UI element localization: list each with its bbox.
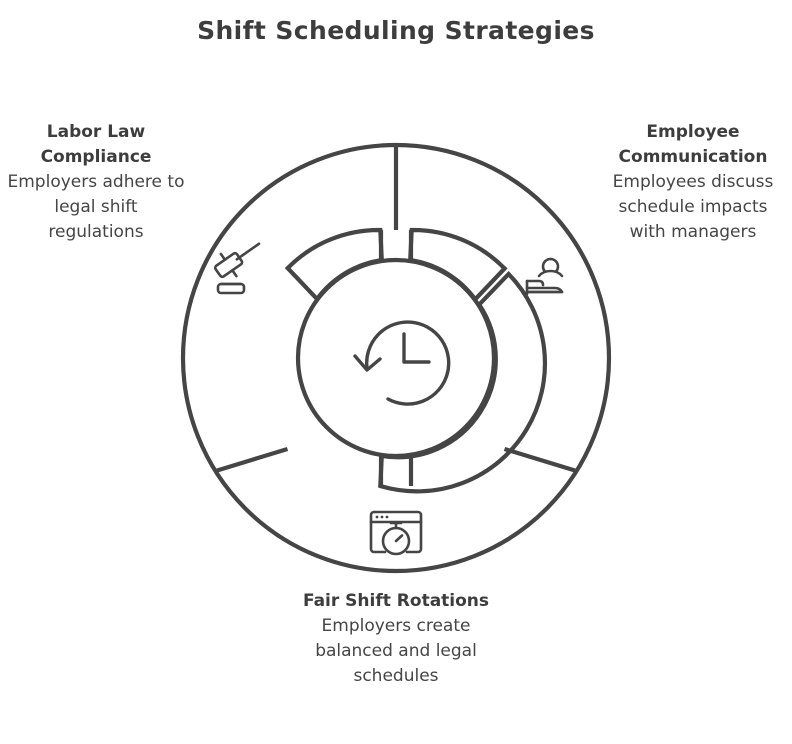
ring-segment-fair-shift[interactable]: [378, 270, 547, 494]
label-fair-shift-rotations: Fair Shift Rotations Employers create ba…: [297, 589, 495, 689]
label-desc-labor-law: Employers adhere to legal shift regulati…: [7, 172, 185, 242]
label-desc-fair-shift: Employers create balanced and legal sche…: [315, 616, 477, 686]
spoke-lower-right: [503, 446, 578, 474]
gavel-icon: [213, 242, 261, 295]
label-employee-communication: Employee Communication Employees discuss…: [600, 120, 786, 245]
center-circle: [295, 257, 497, 459]
label-labor-law-compliance: Labor Law Compliance Employers adhere to…: [6, 120, 186, 245]
spoke-lower-left: [214, 446, 289, 474]
rotate-clock-icon: [353, 320, 451, 406]
page-title: Shift Scheduling Strategies: [197, 16, 595, 45]
browser-stopwatch-icon: [369, 510, 423, 556]
label-desc-employee-comm: Employees discuss schedule impacts with …: [612, 172, 774, 242]
label-title-employee-comm: Employee Communication: [618, 122, 768, 167]
presenter-desk-icon: [525, 257, 564, 296]
label-title-labor-law: Labor Law Compliance: [40, 122, 152, 167]
label-title-fair-shift: Fair Shift Rotations: [302, 591, 490, 611]
